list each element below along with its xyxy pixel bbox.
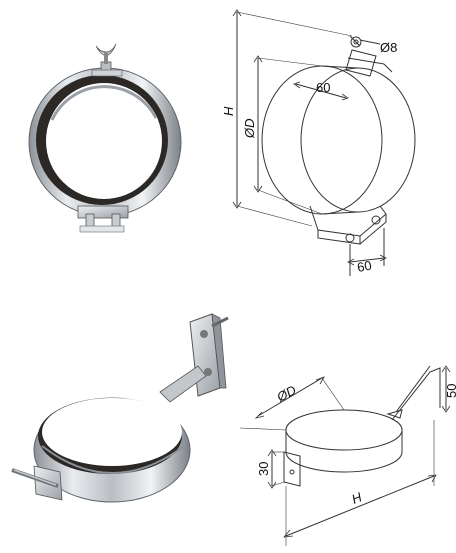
bottom-lug-icon [77,205,129,233]
clamp-drawing-bottom [239,365,451,546]
bolt-hole-label: Ø8 [380,40,397,55]
length-label: H [350,489,365,507]
clamp-photo-top [28,43,182,233]
bottom-width-label: 60 [356,258,373,275]
width-label: 60 [316,80,330,95]
bracket-height-label: 30 [256,462,271,476]
height-label: H [221,106,236,116]
bracket-side-label: 50 [444,384,456,398]
bottom-diameter-label: ØD [273,382,298,405]
wing-nut-icon [91,43,123,77]
diameter-label: ØD [242,119,257,140]
clamp-drawing-top [232,9,416,276]
clamp-photo-bottom [11,313,229,503]
